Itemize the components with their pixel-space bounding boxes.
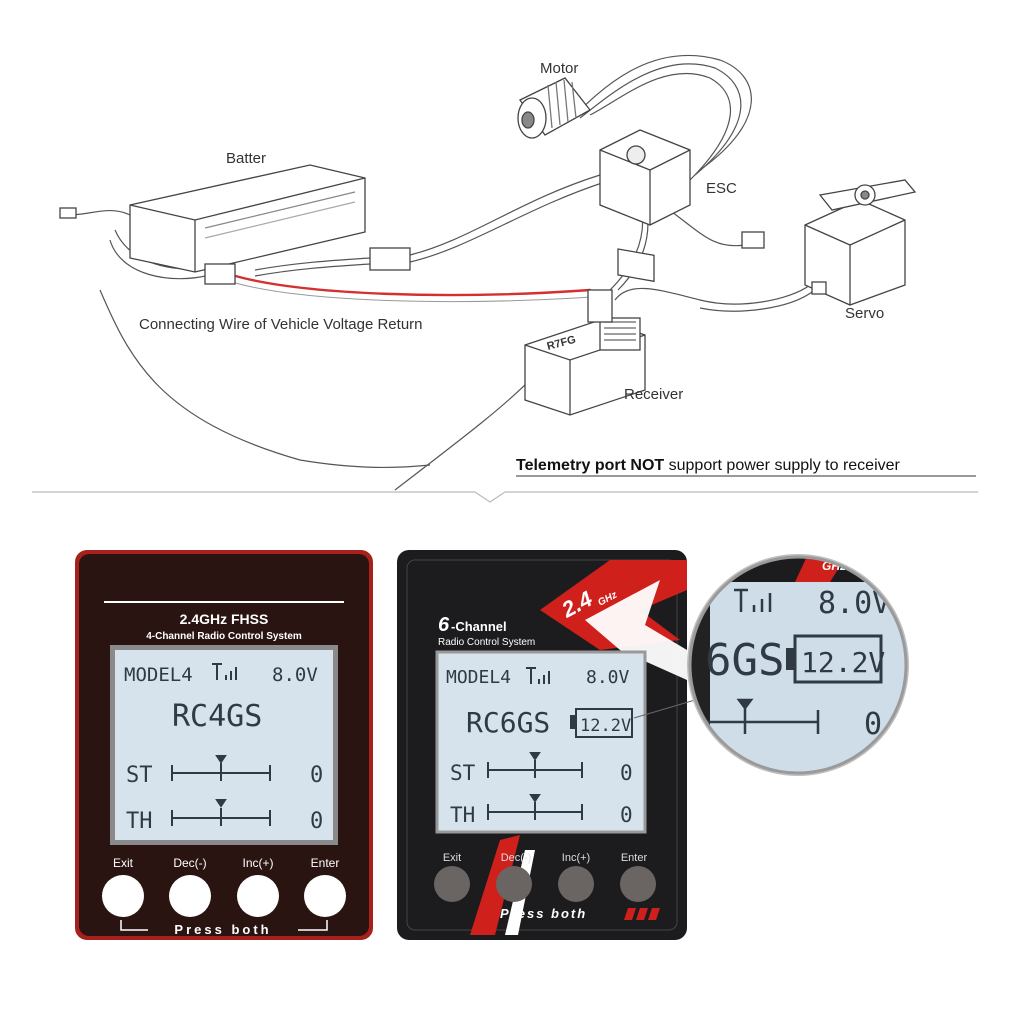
- left-lcd-th-value: 0: [310, 809, 323, 834]
- left-enter-label: Enter: [311, 856, 340, 870]
- zoom-magnifier: GHz 8.0V 6GS 12.2V 0: [687, 554, 909, 776]
- left-dec-button[interactable]: [169, 875, 211, 917]
- servo-wire: [614, 284, 811, 305]
- esc: [599, 129, 765, 283]
- right-lcd-name: RC6GS: [466, 706, 550, 739]
- label-motor: Motor: [540, 60, 578, 77]
- left-exit-label: Exit: [113, 856, 134, 870]
- battery-lead-1: [109, 239, 211, 280]
- left-lcd-name: RC4GS: [172, 699, 262, 734]
- motor: [517, 77, 591, 139]
- right-exit-label: Exit: [443, 852, 461, 864]
- label-voltage-return: Connecting Wire of Vehicle Voltage Retur…: [139, 316, 423, 333]
- right-lcd-screen: [435, 650, 647, 834]
- transmitter-right: 2.4 GHz 6 -Channel Radio Control System …: [397, 550, 687, 940]
- right-lcd-th-label: TH: [450, 803, 475, 827]
- right-inc-button[interactable]: [558, 866, 594, 902]
- left-header-title: 2.4GHz FHSS: [180, 611, 269, 627]
- right-dec-button[interactable]: [496, 866, 532, 902]
- right-badge-number: 6: [438, 614, 450, 636]
- left-lcd-voltage: 8.0V: [272, 664, 318, 686]
- label-receiver: Receiver: [624, 386, 683, 403]
- balance-lead: [69, 209, 131, 216]
- right-lcd-th-value: 0: [620, 803, 633, 827]
- telemetry-note-normal: support power supply to receiver: [664, 457, 900, 474]
- right-enter-label: Enter: [621, 852, 648, 864]
- zoom-trim-bar: [690, 698, 820, 734]
- left-lcd-st-label: ST: [126, 763, 153, 788]
- left-lcd-th-label: TH: [126, 809, 153, 834]
- wiring-diagram: [69, 54, 813, 491]
- right-enter-button[interactable]: [620, 866, 656, 902]
- antenna-wire-receiver: [394, 379, 531, 491]
- left-inc-button[interactable]: [237, 875, 279, 917]
- left-enter-button[interactable]: [304, 875, 346, 917]
- voltage-return-wire: [231, 273, 602, 319]
- right-press-both: Press both: [500, 906, 587, 921]
- left-inc-label: Inc(+): [242, 856, 273, 870]
- left-exit-button[interactable]: [102, 875, 144, 917]
- servo: [804, 179, 917, 306]
- right-st-trim-bar: [487, 752, 583, 778]
- right-badge-text: -Channel: [451, 619, 507, 634]
- telemetry-note-bold: Telemetry port NOT: [516, 457, 664, 474]
- right-lcd-rx-voltage: 12.2V: [580, 716, 631, 736]
- label-esc: ESC: [706, 180, 737, 197]
- battery-pack: [59, 164, 411, 285]
- left-signal-icon: [212, 663, 237, 680]
- motor-wire-1: [569, 54, 752, 171]
- right-inc-label: Inc(+): [562, 852, 590, 864]
- right-signal-icon: [526, 667, 550, 684]
- left-th-trim-bar: [171, 799, 271, 826]
- zoom-value: 0: [864, 707, 882, 742]
- label-batter: Batter: [226, 150, 266, 167]
- right-exit-button[interactable]: [434, 866, 470, 902]
- left-lcd-st-value: 0: [310, 763, 323, 788]
- zoom-name-part: 6GS: [705, 635, 784, 686]
- left-press-both: Press both: [174, 922, 271, 937]
- label-servo: Servo: [845, 305, 884, 322]
- left-st-trim-bar: [171, 755, 271, 781]
- zoom-signal-icon: [734, 588, 772, 612]
- right-th-trim-bar: [487, 794, 583, 820]
- telemetry-note: Telemetry port NOT support power supply …: [516, 457, 901, 474]
- transmitter-left: 2.4GHz FHSS 4-Channel Radio Control Syst…: [75, 550, 373, 940]
- section-divider: [32, 491, 978, 503]
- right-dec-label: Dec(-): [501, 852, 532, 864]
- right-lcd-model: MODEL4: [446, 667, 511, 688]
- right-badge-subtitle: Radio Control System: [438, 637, 535, 648]
- left-dec-label: Dec(-): [173, 856, 206, 870]
- right-stripe-decoration: [624, 908, 660, 920]
- receiver: R7FG: [524, 289, 646, 416]
- left-lcd-screen: [115, 650, 333, 840]
- right-lcd-st-value: 0: [620, 761, 633, 785]
- right-lcd-st-label: ST: [450, 761, 476, 785]
- antenna-wire-left: [99, 289, 431, 469]
- left-header-subtitle: 4-Channel Radio Control System: [146, 631, 302, 642]
- right-lcd-voltage: 8.0V: [586, 667, 630, 688]
- zoom-rx-voltage: 12.2V: [801, 646, 885, 679]
- left-lcd-model: MODEL4: [124, 664, 193, 686]
